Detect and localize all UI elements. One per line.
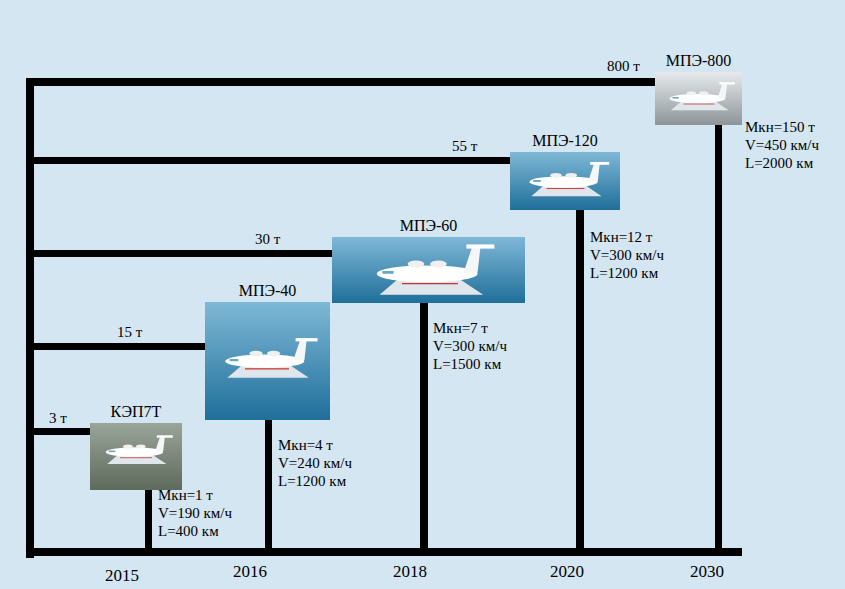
model-name: МПЭ-800 [666,52,732,70]
model-name: МПЭ-60 [400,217,458,235]
spec-text: Мкн=12 т [590,229,652,246]
year-label: 2015 [105,566,139,585]
spec-text: V=450 км/ч [745,137,819,154]
vehicle-photo: МПЭ-120 [510,152,620,210]
spec-text: L=1200 км [278,473,346,490]
year-label: 2030 [690,562,724,581]
year-label: 2016 [233,562,267,581]
spec-text: L=1500 км [433,356,501,373]
spec-text: L=400 км [158,523,219,540]
spec-text: Мкн=1 т [158,487,213,504]
spec-text: Мкн=4 т [278,437,333,454]
model-name: МПЭ-120 [532,132,598,150]
vehicle-photo: МПЭ-800 [655,72,742,125]
weight-label: 55 т [452,138,477,155]
model-name: КЭП7Т [111,403,162,421]
timeline-bars [26,78,742,558]
weight-label: 3 т [49,410,67,427]
spec-text: Мкн=150 т [745,119,815,136]
spec-text: Мкн=7 т [433,320,488,337]
vehicle-photos [90,72,742,490]
spec-text: L=1200 км [590,265,658,282]
weight-label: 15 т [117,324,142,341]
spec-text: L=2000 км [745,155,813,172]
model-name: МПЭ-40 [239,282,297,300]
spec-text: V=300 км/ч [433,338,507,355]
vehicle-photo: КЭП7Т [90,423,182,490]
spec-text: V=300 км/ч [590,247,664,264]
spec-text: V=190 км/ч [158,505,232,522]
weight-label: 800 т [607,58,640,75]
year-label: 2020 [550,562,584,581]
spec-text: V=240 км/ч [278,455,352,472]
vehicle-photo: МПЭ-40 [205,302,330,420]
weight-label: 30 т [255,231,280,248]
year-label: 2018 [393,562,427,581]
vehicle-photo: МПЭ-60 [332,237,525,303]
